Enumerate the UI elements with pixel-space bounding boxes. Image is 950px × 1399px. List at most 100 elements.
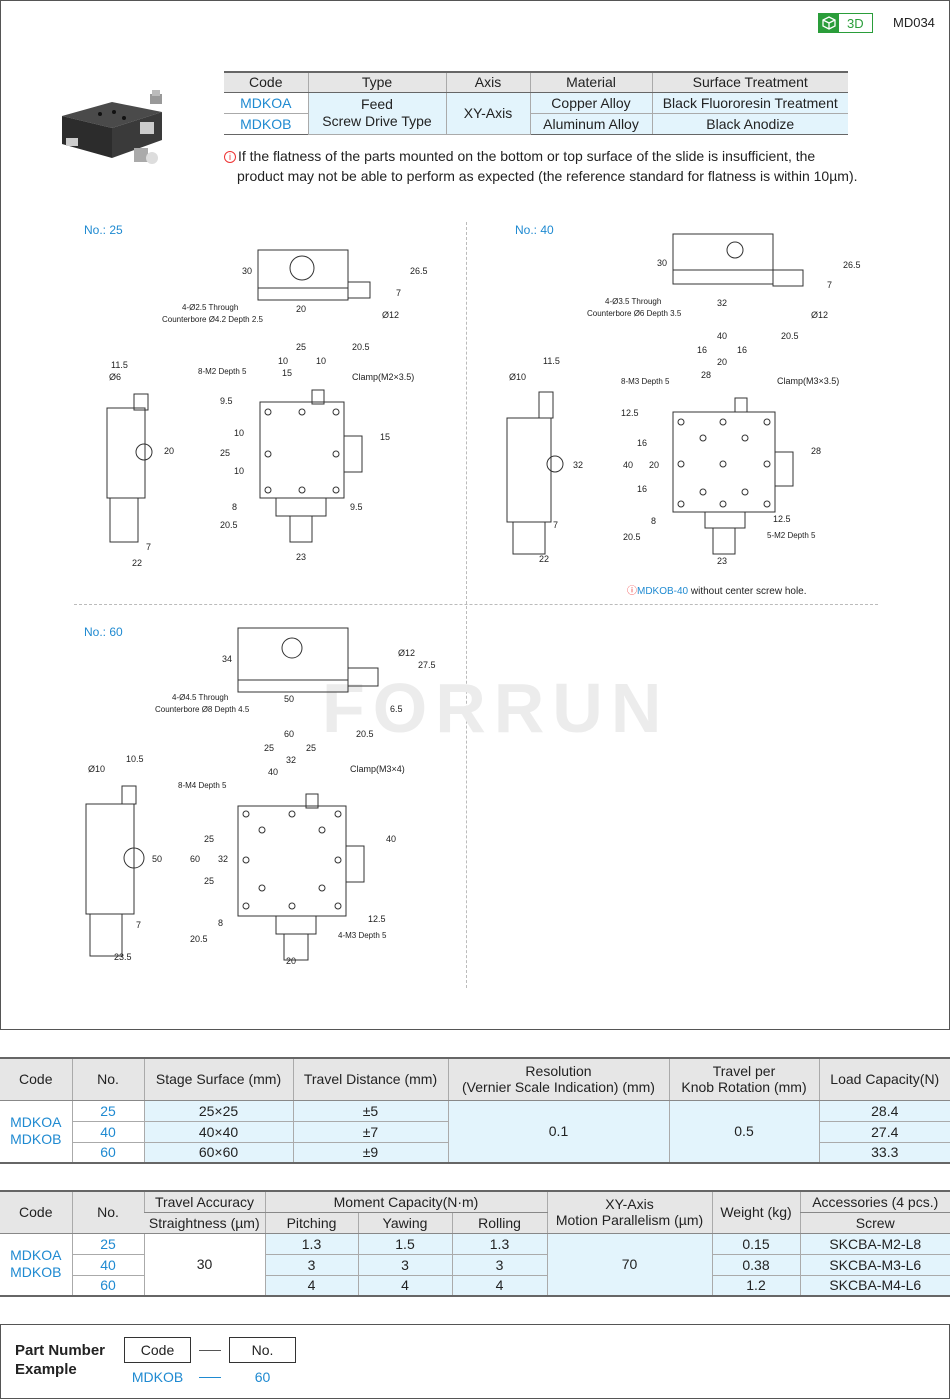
- performance-table: Code No. Stage Surface (mm) Travel Dista…: [0, 1057, 950, 1164]
- dim-label: 20: [296, 304, 306, 314]
- dim-label: 11.5: [543, 356, 560, 366]
- dim-label: 6.5: [390, 704, 403, 714]
- dim-label: 23: [296, 552, 306, 562]
- pitching-cell: 1.3: [264, 1233, 358, 1255]
- dim-label: Ø12: [382, 310, 399, 320]
- travel-cell: ±9: [292, 1142, 448, 1164]
- rolling-cell: 4: [451, 1275, 547, 1297]
- watermark: FORRUN: [322, 669, 670, 747]
- dim-label: 20.5: [781, 331, 799, 341]
- dim-label: 10: [316, 356, 326, 366]
- col-stage: Stage Surface (mm): [143, 1058, 293, 1101]
- code-cell: MDKOA: [224, 92, 308, 114]
- screw-cell: SKCBA-M3-L6: [799, 1254, 950, 1276]
- dim-label: 16: [637, 484, 647, 494]
- hdr-line: Travel per: [712, 1063, 776, 1080]
- straightness-cell: 30: [143, 1233, 265, 1297]
- pn-dash: [199, 1350, 221, 1351]
- no-cell: 25: [71, 1100, 144, 1122]
- pitching-cell: 4: [264, 1275, 358, 1297]
- dim-label: 20.5: [623, 532, 641, 542]
- type-line: Screw Drive Type: [322, 113, 432, 129]
- code: MDKOA: [10, 1247, 62, 1264]
- dim-label: 50: [152, 854, 162, 864]
- code: MDKOB: [10, 1264, 62, 1281]
- section-no60: No.: 60: [84, 625, 123, 639]
- hdr-line: (Vernier Scale Indication) (mm): [462, 1079, 655, 1096]
- screw-cell: SKCBA-M4-L6: [799, 1275, 950, 1297]
- thread-label: 8-M4 Depth 5: [178, 781, 227, 790]
- dim-label: 8: [651, 516, 656, 526]
- divider: [74, 604, 878, 605]
- dim-label: 25: [306, 743, 316, 753]
- stage-cell: 25×25: [143, 1100, 293, 1122]
- dim-label: 30: [242, 266, 252, 276]
- dim-label: Ø6: [109, 372, 121, 382]
- counterbore-label: Counterbore Ø8 Depth 4.5: [155, 705, 250, 714]
- info-icon: ⓘ: [627, 586, 637, 597]
- no-cell: 40: [71, 1254, 144, 1276]
- dim-label: 20.5: [356, 729, 374, 739]
- dim-label: 20.5: [190, 934, 208, 944]
- note-text: without center screw hole.: [688, 586, 807, 597]
- dim-label: 32: [717, 298, 727, 308]
- dim-label: 50: [284, 694, 294, 704]
- thread-label: 8-M3 Depth 5: [621, 377, 670, 386]
- weight-cell: 1.2: [711, 1275, 800, 1297]
- axis-cell: XY-Axis: [445, 92, 530, 135]
- hdr-line: Motion Parallelism (µm): [555, 1212, 704, 1229]
- yawing-cell: 1.5: [357, 1233, 452, 1255]
- section-no40: No.: 40: [515, 223, 554, 237]
- 3d-label: 3D: [847, 15, 864, 31]
- col-straightness: Straightness (µm): [144, 1212, 265, 1234]
- dim-label: 7: [827, 280, 832, 290]
- col-weight: Weight (kg): [711, 1191, 800, 1234]
- code: MDKOA: [10, 1114, 62, 1131]
- note-code: MDKOB-40: [637, 586, 689, 597]
- col-type: Type: [307, 71, 446, 93]
- code: MDKOB: [10, 1131, 62, 1148]
- dim-label: 32: [286, 755, 296, 765]
- clamp-label: Clamp(M3×3.5): [777, 376, 839, 386]
- dim-label: 32: [218, 854, 228, 864]
- dim-label: 40: [268, 767, 278, 777]
- dim-label: 16: [697, 345, 707, 355]
- dim-label: 10: [234, 428, 244, 438]
- travel-rot-cell: 0.5: [668, 1100, 819, 1164]
- dim-label: 40: [386, 834, 396, 844]
- material-cell: Copper Alloy: [529, 92, 652, 114]
- dim-label: 8: [232, 502, 237, 512]
- hdr-line: XY-Axis: [605, 1196, 654, 1213]
- travel-cell: ±5: [292, 1100, 448, 1122]
- col-code: Code: [224, 71, 308, 93]
- accuracy-table: Code No. Travel Accuracy Moment Capacity…: [0, 1190, 950, 1297]
- yawing-cell: 4: [357, 1275, 452, 1297]
- col-screw: Screw: [799, 1212, 950, 1234]
- pn-title-line: Part Number: [15, 1342, 106, 1359]
- dim-label: 20.5: [352, 342, 370, 352]
- dim-label: 20: [286, 956, 296, 966]
- 3d-model-button[interactable]: 3D: [818, 13, 873, 33]
- dim-label: 10: [234, 466, 244, 476]
- col-surface: Surface Treatment: [651, 71, 848, 93]
- material-cell: Aluminum Alloy: [529, 113, 652, 135]
- load-cell: 33.3: [818, 1142, 950, 1164]
- stage-cell: 60×60: [143, 1142, 293, 1164]
- col-code: Code: [0, 1191, 72, 1234]
- dim-label: Ø12: [811, 310, 828, 320]
- pn-dash: [199, 1377, 221, 1378]
- dim-label: 26.5: [410, 266, 428, 276]
- dim-label: 7: [553, 520, 558, 530]
- col-resolution: Resolution(Vernier Scale Indication) (mm…: [447, 1058, 669, 1101]
- drawing-no60: 34 50 27.5 Ø12 6.5 4-Ø4.5 Through Counte…: [85, 627, 436, 966]
- dim-label: 25: [296, 342, 306, 352]
- type-line: Feed: [361, 96, 393, 112]
- col-load: Load Capacity(N): [818, 1058, 950, 1101]
- rolling-cell: 1.3: [451, 1233, 547, 1255]
- surface-cell: Black Fluororesin Treatment: [651, 92, 848, 114]
- clamp-label: Clamp(M3×4): [350, 764, 405, 774]
- col-acc: Accessories (4 pcs.): [799, 1191, 950, 1213]
